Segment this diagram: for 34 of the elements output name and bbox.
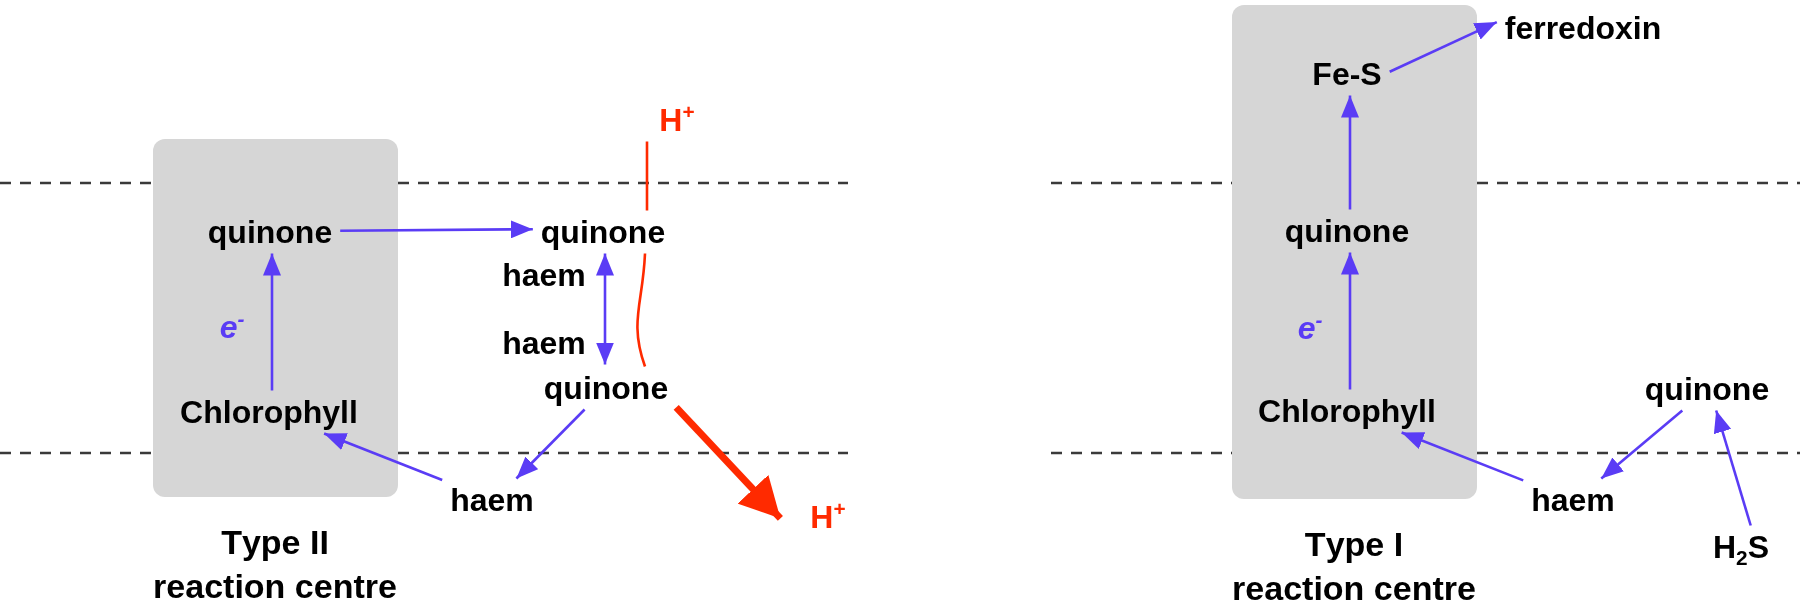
arrow xyxy=(673,405,783,521)
arrow xyxy=(1341,95,1359,210)
arrow xyxy=(1389,20,1498,73)
arrow xyxy=(340,220,533,239)
molecule-label: haem xyxy=(442,478,542,522)
molecule-label: ferredoxin xyxy=(1496,6,1670,50)
molecule-label: haem xyxy=(494,321,622,365)
connector-line xyxy=(645,141,649,211)
arrow xyxy=(1713,410,1752,526)
arrow xyxy=(515,408,586,480)
edge-label: e$^{-}$ xyxy=(218,309,246,345)
arrow xyxy=(1600,409,1684,480)
arrow xyxy=(596,253,614,365)
molecule-label: haem xyxy=(494,253,622,297)
ion-label: H$^{+}$ xyxy=(780,495,854,539)
molecule-label: quinone xyxy=(535,366,677,410)
molecule-label: quinone xyxy=(532,210,674,254)
panel-heading: Type I reaction centre xyxy=(1232,524,1476,609)
arrow xyxy=(1341,252,1359,390)
arrow xyxy=(1401,431,1524,482)
molecule-label: quinone xyxy=(1636,367,1778,411)
connector-line xyxy=(636,253,647,367)
molecule-label: Fe-S xyxy=(1304,52,1390,96)
panel-heading: Type II reaction centre xyxy=(153,522,397,607)
edge-label: e$^{-}$ xyxy=(1296,310,1324,346)
molecule-label: quinone xyxy=(1276,209,1418,253)
molecule-label: haem xyxy=(1523,478,1623,522)
molecule-label: Chlorophyll xyxy=(1250,389,1444,433)
ion-label: H$^{+}$ xyxy=(637,98,703,142)
molecule-label: H$_{2}$S xyxy=(1705,525,1777,569)
arrow xyxy=(323,432,443,482)
molecule-label: Chlorophyll xyxy=(172,390,366,434)
arrow xyxy=(263,253,281,391)
molecule-label: quinone xyxy=(199,210,341,254)
